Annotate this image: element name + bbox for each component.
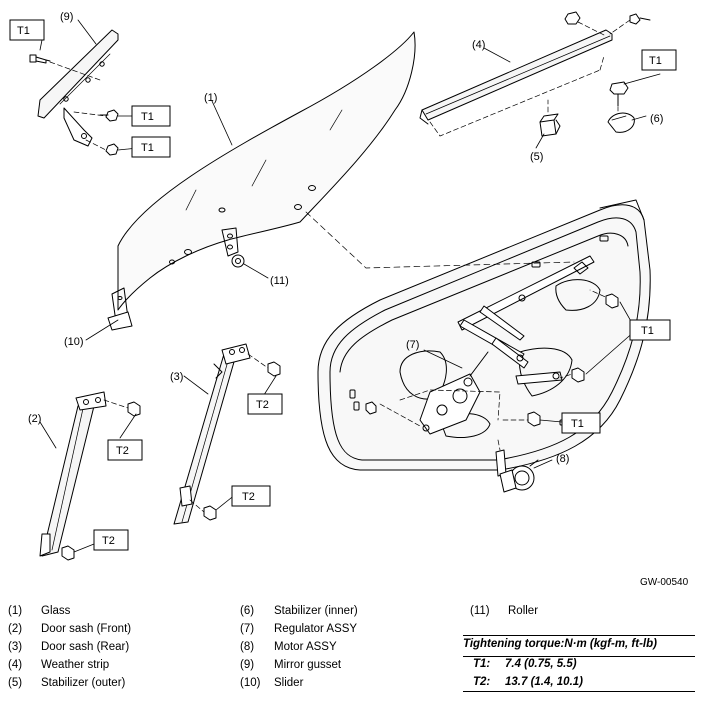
door-sash-rear-part (173, 343, 281, 525)
legend-label: Slider (274, 677, 304, 689)
legend-number: (5) (8, 677, 23, 689)
legend-label: Regulator ASSY (274, 623, 358, 635)
exploded-diagram: (1) (9) (4) (5) (6) (7) (8) (11) (10) (2… (9, 11, 677, 561)
torque-label: T1 (141, 111, 154, 123)
legend-number: (3) (8, 641, 23, 653)
torque-key: T2: (473, 676, 491, 688)
legend-number: (9) (240, 659, 255, 671)
legend-label: Stabilizer (outer) (41, 677, 126, 689)
torque-row-t1: T1: 7.4 (0.75, 5.5) (473, 658, 577, 670)
legend-label: Roller (508, 605, 539, 617)
motor-part (495, 449, 539, 493)
torque-label: T1 (571, 418, 584, 430)
stabilizer-inner-part (607, 81, 635, 133)
legend-number: (2) (8, 623, 23, 635)
door-sash-front-part (39, 391, 141, 561)
legend-number: (10) (240, 677, 261, 689)
legend-number: (8) (240, 641, 255, 653)
torque-box-t2 (247, 393, 283, 415)
legend-number: (6) (240, 605, 255, 617)
torque-label: T2 (242, 491, 255, 503)
legend-label: Glass (41, 605, 71, 617)
legend-label: Motor ASSY (274, 641, 337, 653)
torque-box-t1 (561, 412, 601, 434)
callout-9: (9) (60, 11, 73, 23)
callout-6: (6) (650, 113, 663, 125)
torque-label: T1 (17, 25, 30, 37)
legend-number: (1) (8, 605, 23, 617)
callout-5: (5) (530, 151, 543, 163)
torque-box-t1 (629, 319, 671, 341)
mirror-gusset-part (29, 29, 119, 156)
torque-row-t2: T2: 13.7 (1.4, 10.1) (473, 676, 583, 688)
torque-box-t2 (107, 439, 143, 461)
weather-strip-part (419, 11, 651, 137)
callout-3: (3) (170, 371, 183, 383)
torque-key: T1: (473, 658, 491, 670)
callout-1: (1) (204, 92, 217, 104)
torque-table-rule (463, 691, 695, 692)
callout-10: (10) (64, 336, 84, 348)
torque-label: T1 (641, 325, 654, 337)
torque-box-t2 (93, 529, 129, 551)
torque-box-t1 (9, 19, 45, 41)
stabilizer-outer-part (539, 99, 561, 137)
legend-number: (11) (470, 605, 490, 617)
torque-label: T2 (102, 535, 115, 547)
torque-box-t2 (231, 485, 271, 507)
torque-table-heading: Tightening torque:N·m (kgf-m, ft-lb) (463, 635, 695, 657)
torque-label: T1 (649, 55, 662, 67)
legend-number: (7) (240, 623, 255, 635)
callout-8: (8) (556, 453, 569, 465)
legend-label: Door sash (Rear) (41, 641, 130, 653)
legend-label: Mirror gusset (274, 659, 342, 671)
figure-id: GW-00540 (640, 577, 689, 588)
callout-4: (4) (472, 39, 485, 51)
torque-label: T2 (256, 399, 269, 411)
legend-label: Weather strip (41, 659, 110, 671)
legend-label: Stabilizer (inner) (274, 605, 358, 617)
legend-number: (4) (8, 659, 23, 671)
torque-box-t1 (131, 105, 171, 127)
torque-value: 13.7 (1.4, 10.1) (505, 676, 583, 688)
door-panel (317, 199, 651, 471)
legend-label: Door sash (Front) (41, 623, 132, 635)
callout-7: (7) (406, 339, 419, 351)
glass-part (107, 31, 416, 331)
callout-2: (2) (28, 413, 41, 425)
torque-value: 7.4 (0.75, 5.5) (505, 658, 577, 670)
callout-11: (11) (270, 275, 289, 287)
torque-box-t1 (641, 49, 677, 71)
torque-label: T1 (141, 142, 154, 154)
regulator-part (419, 255, 595, 435)
torque-label: T2 (116, 445, 129, 457)
torque-box-t1 (131, 136, 171, 158)
